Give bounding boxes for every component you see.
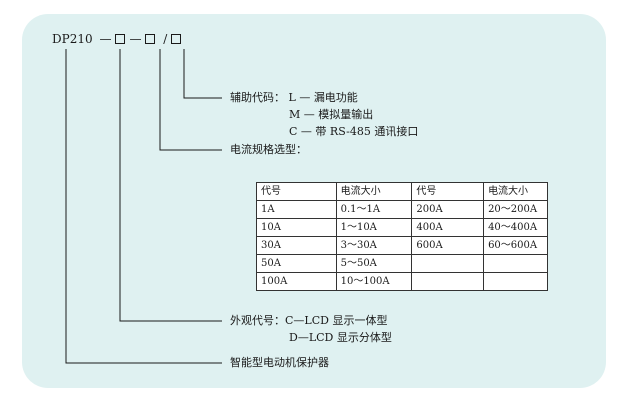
aux-option-desc: 漏电功能 [313,91,358,104]
model-box-current [145,34,156,44]
table-cell: 5～50A [335,254,413,273]
table-cell: 60～600A [483,236,548,255]
table-cell: 40～400A [483,218,548,237]
table-cell: 20～200A [483,200,548,219]
connector-product [65,49,222,364]
current-spec-table: 代号 电流大小 代号 电流大小 1A 0.1～1A 200A 20～200A 1… [256,182,548,291]
table-cell: 200A [411,200,485,219]
table-header-cell: 代号 [411,182,485,201]
table-cell: 50A [256,254,337,273]
table-cell: 3～30A [335,236,413,255]
model-code: DP210 — — / [52,32,182,46]
model-dash-1: — [99,32,112,46]
table-cell: 1～10A [335,218,413,237]
table-row: 100A 10～100A [256,272,548,291]
current-spec-label: 电流规格选型： [230,143,307,156]
aux-option-sep: — [300,125,312,138]
table-cell [483,272,548,291]
table-header-cell: 电流大小 [335,182,413,201]
table-cell [411,272,485,291]
connector-current [159,49,222,151]
aux-option-sep: — [303,108,315,121]
model-dash-2: — [129,32,142,46]
aux-code-row-c: C — 带 RS-485 通讯接口 [289,125,418,139]
model-box-aux [171,34,182,44]
aux-option-sep: — [299,91,311,104]
table-header-cell: 代号 [256,182,337,201]
aux-option-desc: 带 RS-485 通讯接口 [315,125,419,138]
aux-label: 辅助代码： [230,91,285,104]
aux-option-code: C [289,125,298,138]
aux-code-row-l: 辅助代码： L — 漏电功能 [230,91,358,105]
appearance-option-code: C [285,314,294,327]
table-row: 50A 5～50A [256,254,548,273]
appearance-row-c: 外观代号：C—LCD 显示一体型 [230,314,387,328]
appearance-option-code: D [289,331,298,344]
appearance-option-desc: LCD 显示分体型 [308,331,392,344]
appearance-option-desc: LCD 显示一体型 [304,314,388,327]
table-cell: 400A [411,218,485,237]
appearance-option-sep: — [297,331,309,344]
model-prefix: DP210 [52,32,93,46]
table-header-cell: 电流大小 [483,182,548,201]
connector-aux [183,49,222,99]
table-cell: 0.1～1A [335,200,413,219]
table-cell [483,254,548,273]
table-row: 10A 1～10A 400A 40～400A [256,218,548,237]
model-slash: / [163,32,168,46]
table-cell: 100A [256,272,337,291]
appearance-row-d: D—LCD 显示分体型 [289,331,392,345]
aux-option-code: M [289,108,301,121]
aux-option-desc: 模拟量输出 [318,108,374,121]
connector-appearance [119,49,222,322]
aux-code-row-m: M — 模拟量输出 [289,108,373,122]
table-cell: 1A [256,200,337,219]
table-cell [411,254,485,273]
product-name: 智能型电动机保护器 [230,356,329,369]
appearance-option-sep: — [293,314,305,327]
table-cell: 30A [256,236,337,255]
appearance-label: 外观代号： [230,314,285,327]
aux-option-code: L [288,91,296,104]
table-cell: 10A [256,218,337,237]
table-header-row: 代号 电流大小 代号 电流大小 [256,182,548,201]
table-row: 30A 3～30A 600A 60～600A [256,236,548,255]
table-cell: 600A [411,236,485,255]
model-box-appearance [115,34,126,44]
table-row: 1A 0.1～1A 200A 20～200A [256,200,548,219]
table-cell: 10～100A [335,272,413,291]
